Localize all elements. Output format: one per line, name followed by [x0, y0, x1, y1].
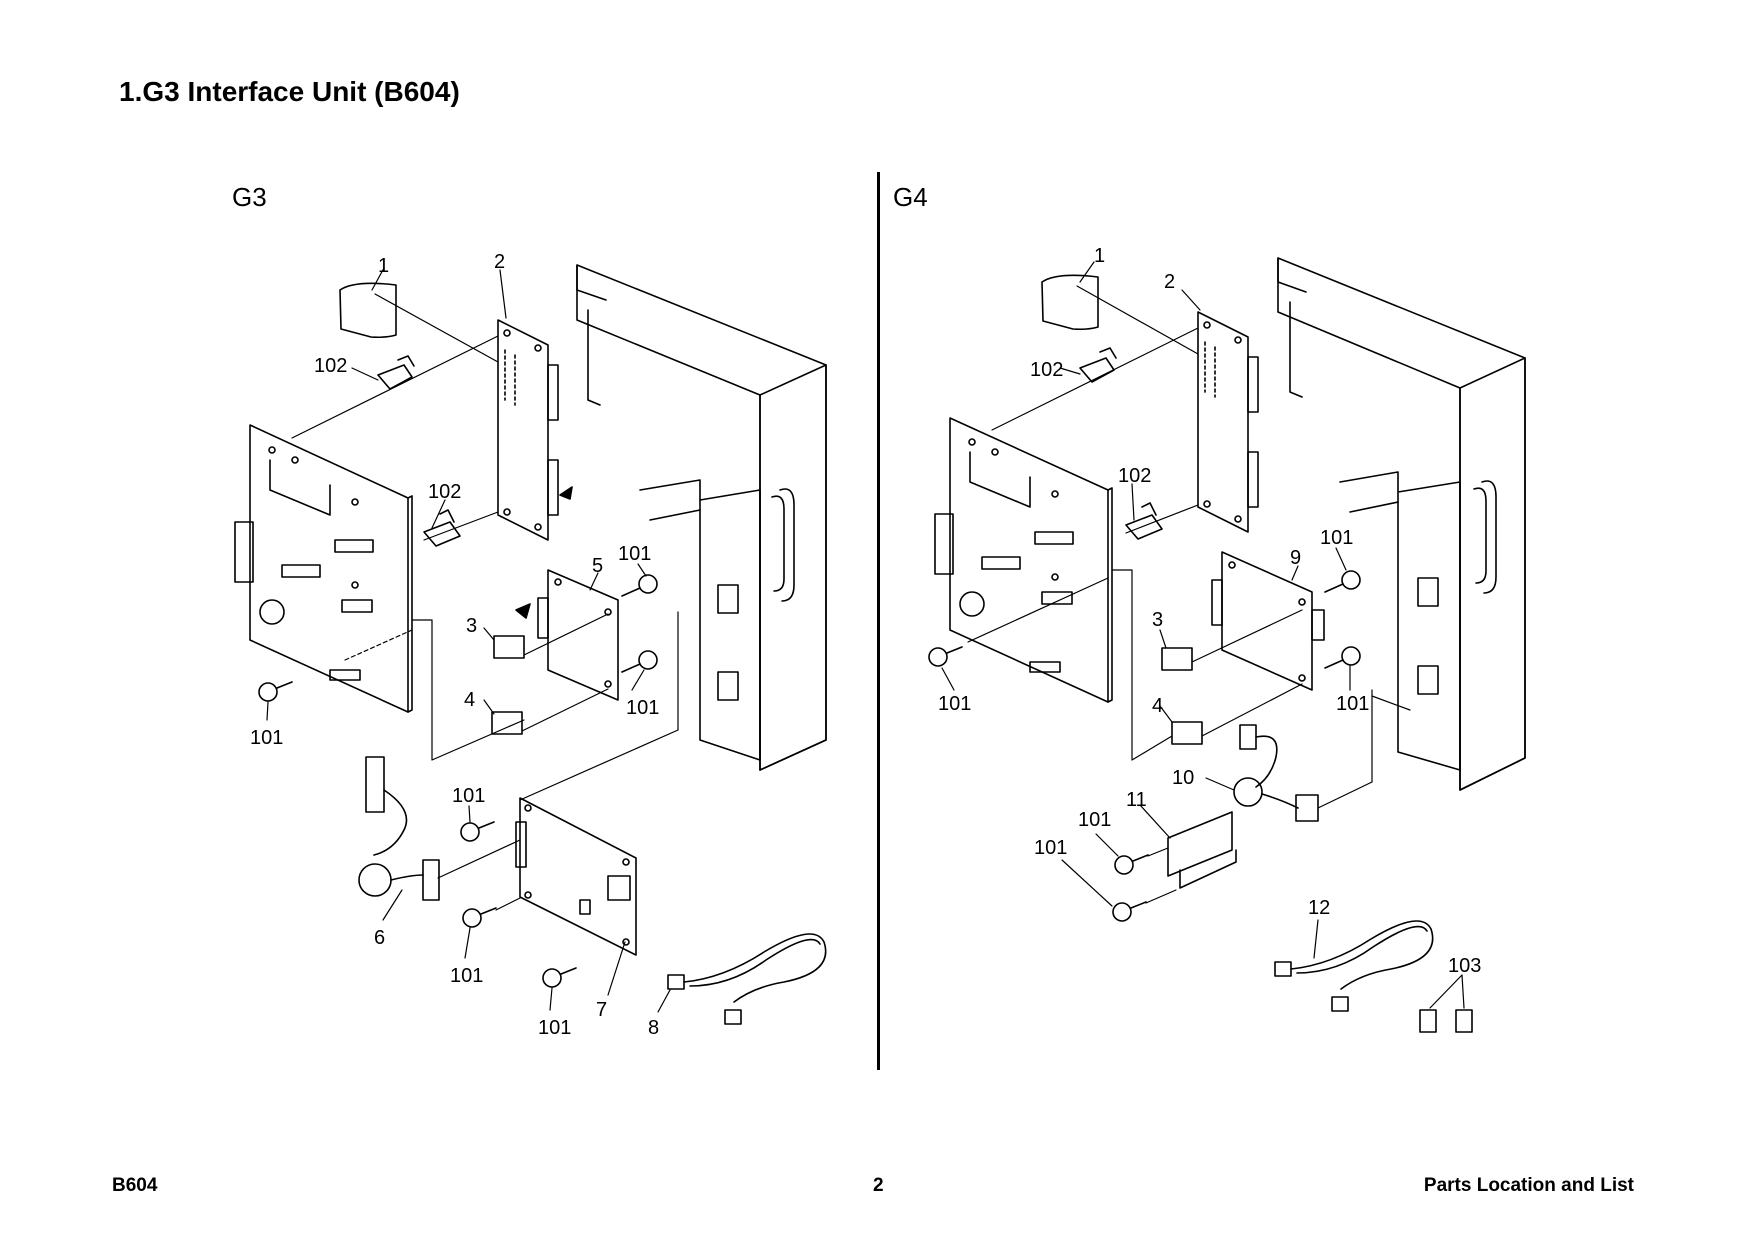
- g4-callout: 11: [1126, 789, 1147, 811]
- g4-callout: 12: [1308, 897, 1330, 919]
- g3-callout: 6: [374, 927, 385, 949]
- panel-divider: [877, 172, 880, 1070]
- g3-callout: 3: [466, 615, 477, 637]
- g4-callout: 101: [1336, 693, 1369, 715]
- g4-callout: 1: [1094, 245, 1105, 267]
- g3-callout: 101: [538, 1017, 571, 1039]
- g4-callout: 103: [1448, 955, 1481, 977]
- g4-leader-lines: [941, 261, 1465, 1009]
- g4-board-2: [1197, 311, 1259, 533]
- g4-ferrite-10: [1233, 724, 1319, 822]
- g4-callout: 101: [1320, 527, 1353, 549]
- g4-harness-12: [1274, 920, 1434, 1012]
- g3-leader-lines: [266, 267, 679, 1013]
- g3-bracket-4: [491, 711, 523, 735]
- g4-callouts: 1 2 102 102 101 9 3 4 101 101 10 11 101 …: [938, 245, 1481, 977]
- g4-connectors-103: [1419, 1009, 1473, 1033]
- g4-bracket-11: [1167, 811, 1237, 889]
- g3-board-2: [497, 319, 573, 541]
- g4-callout: 10: [1172, 767, 1194, 789]
- g3-frame: [576, 264, 827, 771]
- g3-callout: 4: [464, 689, 475, 711]
- footer-page-number: 2: [873, 1175, 884, 1196]
- g3-board-5: [515, 569, 619, 701]
- g3-callout: 102: [314, 355, 347, 377]
- footer-section: Parts Location and List: [1423, 1175, 1634, 1196]
- g3-callout: 2: [494, 251, 505, 273]
- g4-callout: 101: [1034, 837, 1067, 859]
- g3-main-board: [234, 424, 413, 713]
- g3-clamp-102-lower: [423, 509, 461, 547]
- g4-callout: 9: [1290, 547, 1301, 569]
- g4-bracket-4: [1171, 721, 1203, 745]
- g4-callout: 3: [1152, 609, 1163, 631]
- g4-panel-label: G4: [893, 182, 928, 212]
- g4-callout: 101: [1078, 809, 1111, 831]
- g4-callout: 102: [1118, 465, 1151, 487]
- g3-panel-label: G3: [232, 182, 267, 212]
- g4-main-board: [934, 417, 1113, 703]
- g3-board-7: [515, 797, 637, 956]
- g3-callout: 102: [428, 481, 461, 503]
- g3-callouts: 1 2 102 102 5 101 3 4 101 101 101 6 101 …: [250, 251, 659, 1039]
- g4-callout: 2: [1164, 271, 1175, 293]
- g3-part-1: [339, 282, 397, 339]
- g4-clamp-102-lower: [1125, 502, 1163, 540]
- g3-callout: 101: [450, 965, 483, 987]
- g3-callout: 101: [452, 785, 485, 807]
- g4-bracket-3: [1161, 647, 1193, 671]
- g3-callout: 8: [648, 1017, 659, 1039]
- g3-cable-6: [358, 756, 440, 901]
- g4-callout: 4: [1152, 695, 1163, 717]
- g3-clamp-102-upper: [377, 355, 415, 390]
- g4-board-9: [1211, 551, 1325, 691]
- g3-callout: 101: [618, 543, 651, 565]
- g3-diagram: 1 2 102 102 5 101 3 4 101 101 101 6 101 …: [234, 251, 827, 1039]
- g3-screws-101: [258, 574, 658, 988]
- g3-callout: 1: [378, 255, 389, 277]
- g4-screws-101: [928, 570, 1361, 922]
- g3-harness-8: [667, 933, 827, 1025]
- g3-callout: 7: [596, 999, 607, 1021]
- page-title: 1.G3 Interface Unit (B604): [119, 76, 460, 107]
- g3-callout: 5: [592, 555, 603, 577]
- g3-bracket-3: [493, 635, 525, 659]
- g4-frame: [1277, 257, 1526, 791]
- g3-callout: 101: [250, 727, 283, 749]
- g4-callout: 101: [938, 693, 971, 715]
- g4-diagram: 1 2 102 102 101 9 3 4 101 101 10 11 101 …: [928, 245, 1526, 1033]
- g4-part-1: [1041, 274, 1099, 331]
- footer-model: B604: [112, 1175, 158, 1196]
- g4-callout: 102: [1030, 359, 1063, 381]
- g3-callout: 101: [626, 697, 659, 719]
